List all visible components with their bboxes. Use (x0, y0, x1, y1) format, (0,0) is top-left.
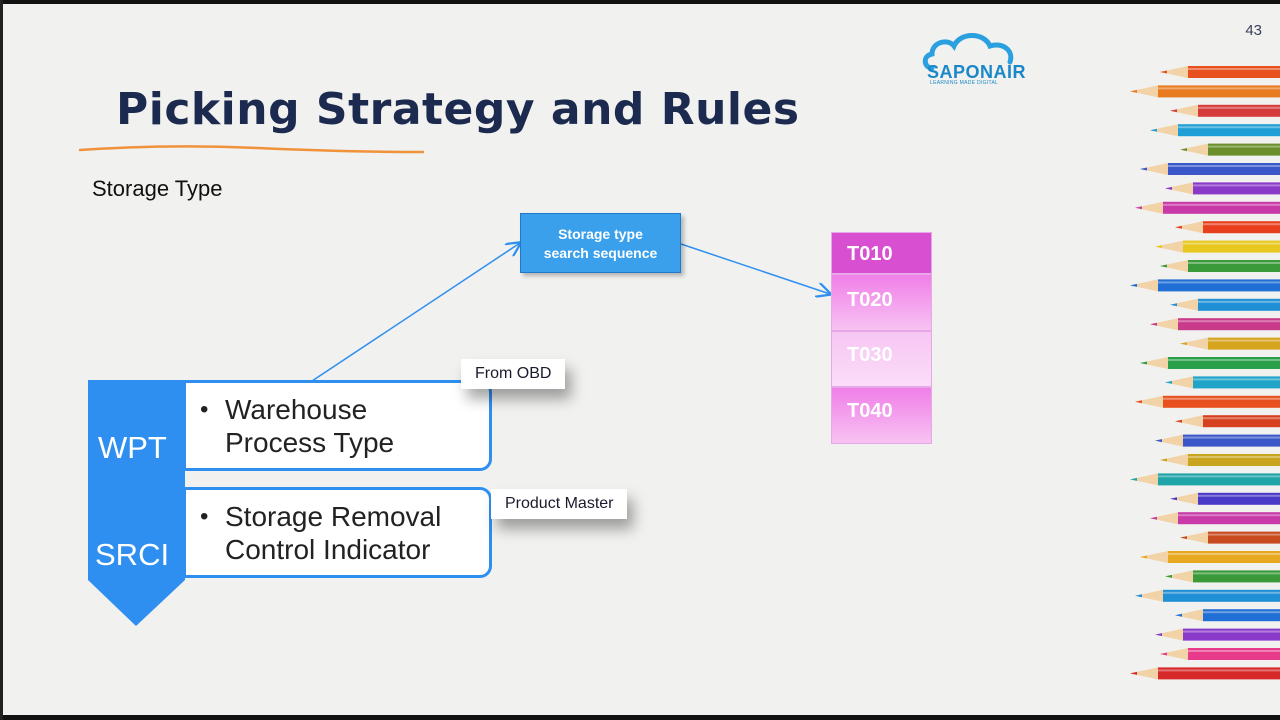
wpt-bullet-box (183, 380, 492, 471)
storage-type-cell: T020 (831, 274, 932, 331)
pencil-icon (1175, 415, 1280, 428)
pencil-icon (1140, 163, 1280, 175)
pencil-icon (1135, 201, 1280, 214)
pencil-icon (1150, 512, 1280, 525)
pencil-icon (1135, 395, 1280, 408)
wpt-chevron (88, 380, 185, 540)
decorative-pencils (1130, 66, 1280, 680)
slide-number: 43 (1245, 22, 1262, 39)
page-title: Picking Strategy and Rules (116, 84, 800, 135)
pencil-icon (1180, 531, 1280, 544)
pencil-icon (1160, 648, 1280, 660)
pencil-icon (1140, 357, 1280, 369)
section-subtitle: Storage Type (92, 176, 223, 201)
srci-bullet-line2: Control Indicator (225, 534, 431, 565)
storage-type-cell: T030 (831, 331, 932, 387)
bullet-dot: • (200, 396, 209, 423)
pencil-icon (1130, 667, 1280, 680)
storage-type-list: T010 T020 T030 T040 (831, 232, 932, 444)
pencil-icon (1160, 66, 1280, 78)
pencil-icon (1160, 260, 1280, 272)
storage-type-cell: T010 (831, 232, 932, 274)
srci-bullet-box (183, 487, 492, 578)
pencil-icon (1160, 454, 1280, 466)
pencil-icon (1130, 85, 1280, 98)
pencil-icon (1135, 589, 1280, 602)
pencil-icon (1130, 473, 1280, 486)
pencil-icon (1130, 279, 1280, 292)
title-underline (78, 145, 425, 154)
pencil-icon (1175, 221, 1280, 234)
pencil-icon (1165, 570, 1280, 583)
pencil-icon (1140, 551, 1280, 563)
logo-text: SAPONAIR (927, 62, 1027, 82)
search-sequence-line2: search sequence (543, 245, 658, 261)
arrow-to-search-sequence (311, 243, 520, 382)
pencil-icon (1165, 182, 1280, 195)
pencil-icon (1155, 240, 1280, 253)
pencil-icon (1150, 318, 1280, 331)
pencil-icon (1165, 376, 1280, 389)
saponair-cloud-logo-icon (922, 33, 1014, 71)
storage-type-search-sequence-box: Storage type search sequence (520, 213, 681, 273)
pencil-icon (1170, 104, 1280, 117)
srci-label: SRCI (95, 537, 170, 572)
pencil-icon (1170, 492, 1280, 505)
pencil-icon (1180, 143, 1280, 156)
frame-left-border (0, 0, 3, 720)
arrow-to-storage-types (680, 243, 830, 294)
search-sequence-line1: Storage type (558, 226, 643, 242)
pencil-icon (1155, 628, 1280, 641)
wpt-bullet-line1: Warehouse (225, 394, 368, 425)
wpt-bullet-line2: Process Type (225, 427, 395, 458)
pencil-icon (1155, 434, 1280, 447)
from-obd-callout: From OBD (461, 359, 566, 389)
pencil-icon (1170, 298, 1280, 311)
logo-tagline: LEARNING MADE DIGITAL (930, 80, 999, 86)
frame-bottom-border (0, 715, 1280, 720)
storage-type-cell: T040 (831, 387, 932, 444)
pencil-icon (1175, 609, 1280, 622)
frame-top-border (0, 0, 1280, 4)
pencil-icon (1150, 124, 1280, 137)
srci-chevron (88, 487, 185, 626)
product-master-callout: Product Master (491, 489, 628, 519)
wpt-label: WPT (98, 430, 167, 465)
srci-bullet-line1: Storage Removal (225, 501, 442, 532)
bullet-dot: • (200, 503, 209, 530)
pencil-icon (1180, 337, 1280, 350)
